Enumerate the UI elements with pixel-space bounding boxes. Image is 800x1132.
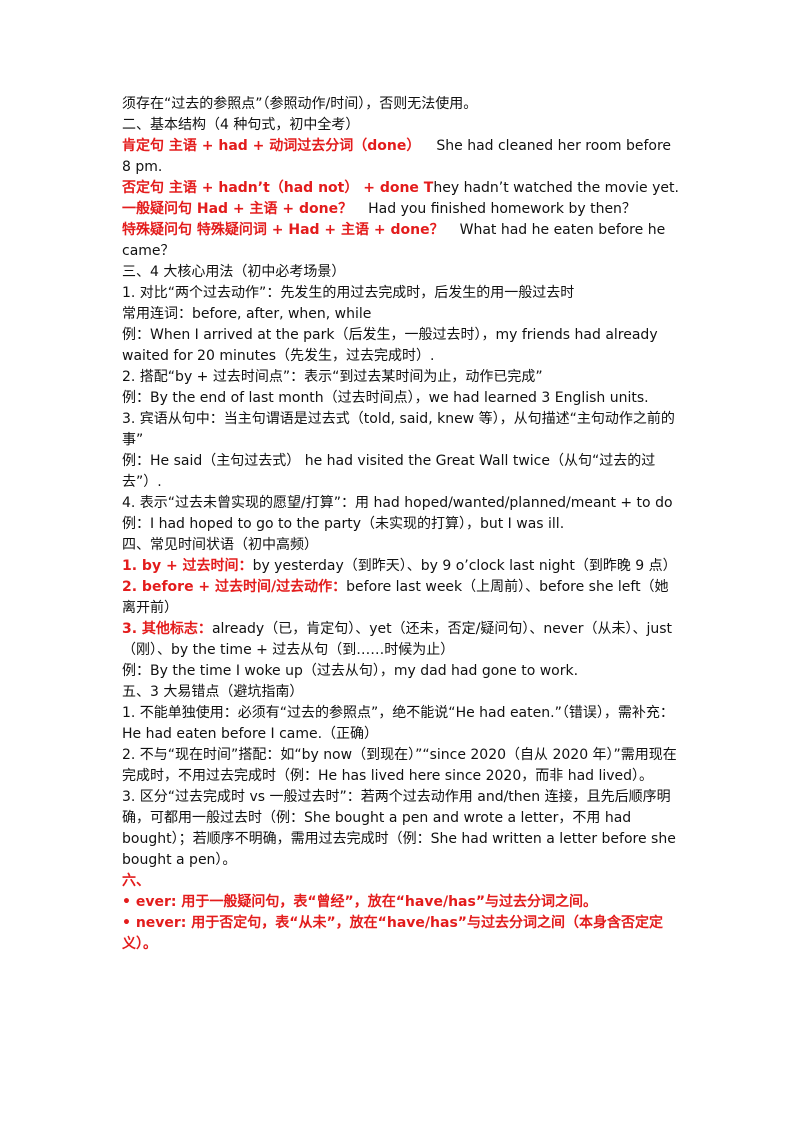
section-5-heading: 五、3 大易错点（避坑指南） — [122, 684, 304, 700]
pitfall-2: 2. 不与“现在时间”搭配：如“by now（到现在）”“since 2020（… — [122, 747, 677, 784]
time-adverbial-1-text: by yesterday（到昨天）、by 9 o’clock last nigh… — [252, 558, 677, 574]
usage-3-example: 例：He said（主句过去式） he had visited the Grea… — [122, 453, 656, 490]
time-adverbial-example: 例：By the time I woke up（过去从句），my dad had… — [122, 663, 579, 679]
intro-line: 须存在“过去的参照点”（参照动作/时间），否则无法使用。 — [122, 96, 478, 112]
usage-4: 4. 表示“过去未曾实现的愿望/打算”：用 had hoped/wanted/p… — [122, 495, 673, 511]
bullet-ever: • ever: 用于一般疑问句，表“曾经”，放在“have/has”与过去分词之… — [122, 894, 598, 910]
time-adverbial-1-label: 1. by + 过去时间： — [122, 558, 253, 574]
usage-1-conjunctions: 常用连词：before, after, when, while — [122, 306, 372, 322]
structure-negative-example: hey hadn’t watched the movie yet. — [433, 180, 679, 196]
structure-affirmative: 肯定句 主语 + had + 动词过去分词（done）She had clean… — [122, 136, 682, 178]
structure-affirmative-example: She had cleaned her room before 8 pm. — [122, 138, 672, 175]
time-adverbial-2: 2. before + 过去时间/过去动作：before last week（上… — [122, 577, 682, 619]
usage-2: 2. 搭配“by + 过去时间点”：表示“到过去某时间为止，动作已完成” — [122, 369, 543, 385]
time-adverbial-3: 3. 其他标志：already（已，肯定句）、yet（还未，否定/疑问句）、ne… — [122, 619, 682, 661]
usage-1: 1. 对比“两个过去动作”：先发生的用过去完成时，后发生的用一般过去时 — [122, 285, 575, 301]
section-6-heading: 六、 — [122, 873, 150, 889]
structure-special-question: 特殊疑问句 特殊疑问词 + Had + 主语 + done？What had h… — [122, 220, 682, 262]
bullet-never: • never: 用于否定句，表“从未”，放在“have/has”与过去分词之间… — [122, 915, 663, 952]
usage-4-example: 例：I had hoped to go to the party（未实现的打算）… — [122, 516, 565, 532]
usage-3: 3. 宾语从句中：当主句谓语是过去式（told, said, knew 等），从… — [122, 411, 675, 448]
pitfall-1: 1. 不能单独使用：必须有“过去的参照点”，绝不能说“He had eaten.… — [122, 705, 674, 742]
structure-negative: 否定句 主语 + hadn’t（had not） + done They had… — [122, 178, 682, 199]
time-adverbial-3-text: already（已，肯定句）、yet（还未，否定/疑问句）、never（从未）、… — [122, 621, 673, 658]
structure-negative-formula: 否定句 主语 + hadn’t（had not） + done T — [122, 180, 434, 196]
time-adverbial-3-label: 3. 其他标志： — [122, 621, 212, 637]
structure-general-question: 一般疑问句 Had + 主语 + done？ Had you finished h… — [122, 199, 682, 220]
time-adverbial-2-text: before last week（上周前）、before she left（她离… — [122, 579, 669, 616]
time-adverbial-1: 1. by + 过去时间：by yesterday（到昨天）、by 9 o’cl… — [122, 556, 682, 577]
pitfall-3: 3. 区分“过去完成时 vs 一般过去时”：若两个过去动作用 and/then … — [122, 789, 676, 868]
structure-special-question-formula: 特殊疑问句 特殊疑问词 + Had + 主语 + done？ — [122, 222, 444, 238]
section-4-heading: 四、常见时间状语（初中高频） — [122, 537, 318, 553]
structure-general-question-example: Had you finished homework by then？ — [368, 201, 636, 217]
section-2-heading: 二、基本结构（4 种句式，初中全考） — [122, 117, 360, 133]
usage-2-example: 例：By the end of last month（过去时间点），we had… — [122, 390, 649, 406]
structure-special-question-example: What had he eaten before he came？ — [122, 222, 666, 259]
section-3-heading: 三、4 大核心用法（初中必考场景） — [122, 264, 346, 280]
time-adverbial-2-label: 2. before + 过去时间/过去动作： — [122, 579, 347, 595]
structure-affirmative-formula: 肯定句 主语 + had + 动词过去分词（done） — [122, 138, 421, 154]
usage-1-example: 例：When I arrived at the park（后发生，一般过去时），… — [122, 327, 658, 364]
document-page: 须存在“过去的参照点”（参照动作/时间），否则无法使用。 二、基本结构（4 种句… — [122, 94, 682, 955]
structure-general-question-formula: 一般疑问句 Had + 主语 + done？ — [122, 201, 353, 217]
